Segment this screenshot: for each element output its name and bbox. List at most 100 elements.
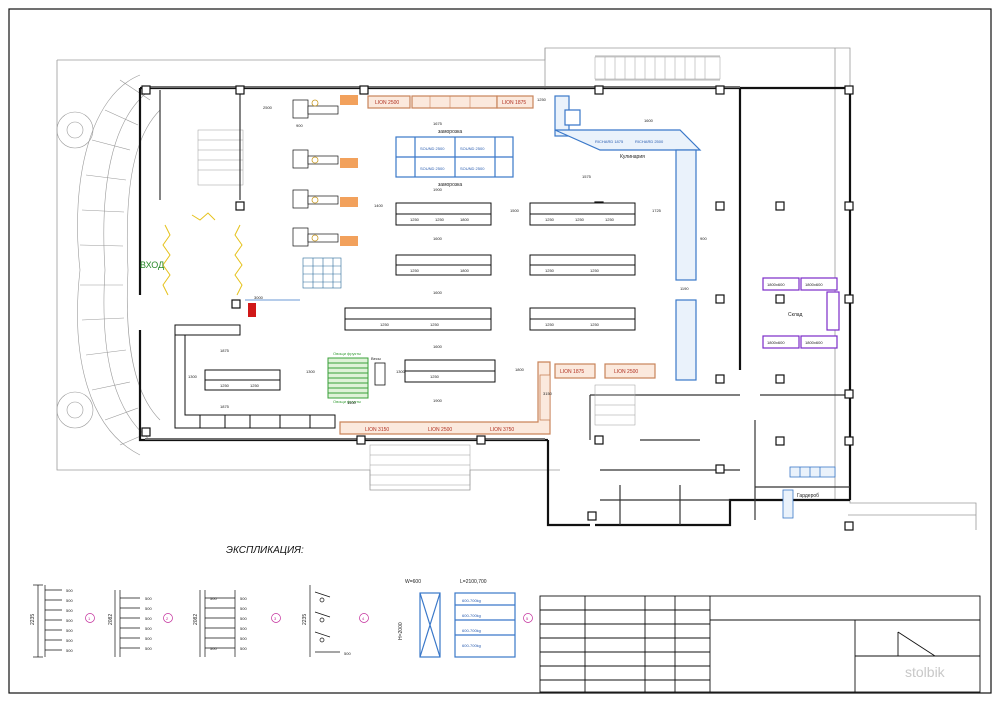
legend-item-1 bbox=[33, 584, 95, 658]
richard-unit: RICHARD 2500 bbox=[635, 139, 664, 144]
svg-text:3000: 3000 bbox=[254, 295, 264, 300]
lower-stairs bbox=[369, 384, 636, 486]
legend-3-shelf: 500 bbox=[210, 596, 217, 601]
svg-text:1675: 1675 bbox=[433, 121, 443, 126]
legend-3-shelf: 500 bbox=[240, 626, 247, 631]
legend-item-5 bbox=[419, 592, 533, 658]
vegetable-fruit-island bbox=[327, 357, 369, 399]
svg-text:1600: 1600 bbox=[644, 118, 654, 123]
shelf-label: 1250 bbox=[590, 268, 600, 273]
legend-1-shelf: 500 bbox=[66, 588, 73, 593]
svg-text:1900: 1900 bbox=[433, 187, 443, 192]
svg-text:LION 2500: LION 2500 bbox=[428, 427, 452, 433]
legend-3-shelf: 500 bbox=[240, 646, 247, 651]
shelf-label: 1250 bbox=[410, 268, 420, 273]
zamorozka-top-label: заморозка bbox=[438, 129, 462, 135]
svg-text:1500: 1500 bbox=[347, 400, 357, 405]
wall-shelving-left bbox=[174, 324, 336, 429]
legend-3-num: 3 bbox=[274, 616, 277, 621]
legend-3-shelf: 500 bbox=[240, 636, 247, 641]
svg-text:LION 2500: LION 2500 bbox=[614, 369, 638, 375]
legend-item-3 bbox=[199, 590, 281, 657]
shelf-label: 1250 bbox=[590, 322, 600, 327]
legend-1-height: 2235 bbox=[30, 614, 36, 625]
legend-4-shelf: 500 bbox=[344, 651, 351, 656]
legend-5-length: L=2100,700 bbox=[460, 579, 487, 585]
legend-1-shelf: 500 bbox=[66, 628, 73, 633]
shelf-label: 1250 bbox=[220, 383, 230, 388]
legend-item-4 bbox=[309, 585, 369, 657]
legend-1-shelf: 500 bbox=[66, 598, 73, 603]
entrance-label: ВХОД bbox=[140, 260, 164, 270]
sound-unit: SOUND 2500 bbox=[420, 146, 445, 151]
svg-text:1600: 1600 bbox=[433, 344, 443, 349]
shelf-label: 1250 bbox=[435, 217, 445, 222]
legend-2-num: 2 bbox=[166, 616, 169, 621]
richard-unit: RICHARD 1875 bbox=[595, 139, 624, 144]
svg-text:1300: 1300 bbox=[188, 374, 198, 379]
sound-unit: SOUND 2500 bbox=[460, 146, 485, 151]
legend-1-shelf: 500 bbox=[66, 648, 73, 653]
svg-text:1250: 1250 bbox=[537, 97, 547, 102]
legend-5-load: 600-700kg bbox=[462, 643, 481, 648]
explication-title: ЭКСПЛИКАЦИЯ: bbox=[226, 545, 304, 556]
entrance-zigzag bbox=[162, 212, 243, 296]
building-outline bbox=[56, 47, 977, 530]
shopping-carts bbox=[302, 257, 342, 289]
inner-stair bbox=[197, 129, 244, 186]
legend-5-load: 600-700kg bbox=[462, 613, 481, 618]
svg-text:1600: 1600 bbox=[433, 236, 443, 241]
shelf-label: 1250 bbox=[250, 383, 260, 388]
warehouse-racks bbox=[762, 277, 840, 349]
legend-4-height: 2235 bbox=[302, 614, 308, 625]
veg-label-1: Овощи фрукты bbox=[333, 351, 361, 356]
legend-2-shelf: 500 bbox=[145, 606, 152, 611]
legend-4-num: 4 bbox=[362, 616, 365, 621]
shelf-label: 1800 bbox=[460, 268, 470, 273]
rack-label: 1800x600 bbox=[767, 340, 785, 345]
legend-3-shelf: 500 bbox=[240, 606, 247, 611]
svg-text:900: 900 bbox=[700, 236, 707, 241]
svg-text:LION 3150: LION 3150 bbox=[365, 427, 389, 433]
legend-2-shelf: 500 bbox=[145, 646, 152, 651]
vesy-label: Весы bbox=[371, 356, 381, 361]
rack-label: 1800x600 bbox=[805, 340, 823, 345]
title-block bbox=[539, 595, 981, 693]
legend-5-num: 5 bbox=[526, 616, 529, 621]
svg-text:LION 3750: LION 3750 bbox=[490, 427, 514, 433]
legend-1-shelf: 500 bbox=[66, 618, 73, 623]
legend-5-load: 600-700kg bbox=[462, 628, 481, 633]
legend-2-shelf: 500 bbox=[145, 636, 152, 641]
shelving-gondolas bbox=[204, 202, 636, 391]
svg-text:1725: 1725 bbox=[652, 208, 662, 213]
shelf-label: 1250 bbox=[430, 322, 440, 327]
legend-2-shelf: 500 bbox=[145, 626, 152, 631]
svg-text:1800: 1800 bbox=[515, 367, 525, 372]
rack-label: 1800x600 bbox=[805, 282, 823, 287]
sound-unit: SOUND 2500 bbox=[460, 166, 485, 171]
legend-1-shelf: 500 bbox=[66, 608, 73, 613]
kulinariya-label: Кулинария bbox=[620, 154, 645, 160]
svg-text:LION 2500: LION 2500 bbox=[375, 100, 399, 106]
veg-label-2: Овощи фрукты bbox=[333, 399, 361, 404]
legend-5-width: W=600 bbox=[405, 579, 421, 585]
svg-text:1600: 1600 bbox=[433, 290, 443, 295]
legend-1-shelf: 500 bbox=[66, 638, 73, 643]
lion-counters: LION 2500 LION 1875 LION 1875 LION 2500 … bbox=[339, 95, 656, 435]
shelf-label: 1800 bbox=[460, 217, 470, 222]
shelf-label: 1250 bbox=[545, 217, 555, 222]
shelf-label: 1250 bbox=[545, 322, 555, 327]
svg-text:2500: 2500 bbox=[263, 105, 273, 110]
legend-2-height: 2082 bbox=[108, 614, 114, 625]
warehouse-label: Склад bbox=[788, 312, 803, 318]
legend-3-shelf: 500 bbox=[240, 616, 247, 621]
svg-text:1500: 1500 bbox=[510, 208, 520, 213]
stair-top bbox=[594, 56, 721, 80]
shelf-label: 1250 bbox=[430, 374, 440, 379]
shelf-label: 1250 bbox=[410, 217, 420, 222]
svg-text:1300: 1300 bbox=[306, 369, 316, 374]
zamorozka-bottom-label: заморозка bbox=[438, 182, 462, 188]
legend-3-height: 2082 bbox=[193, 614, 199, 625]
svg-text:1575: 1575 bbox=[582, 174, 592, 179]
